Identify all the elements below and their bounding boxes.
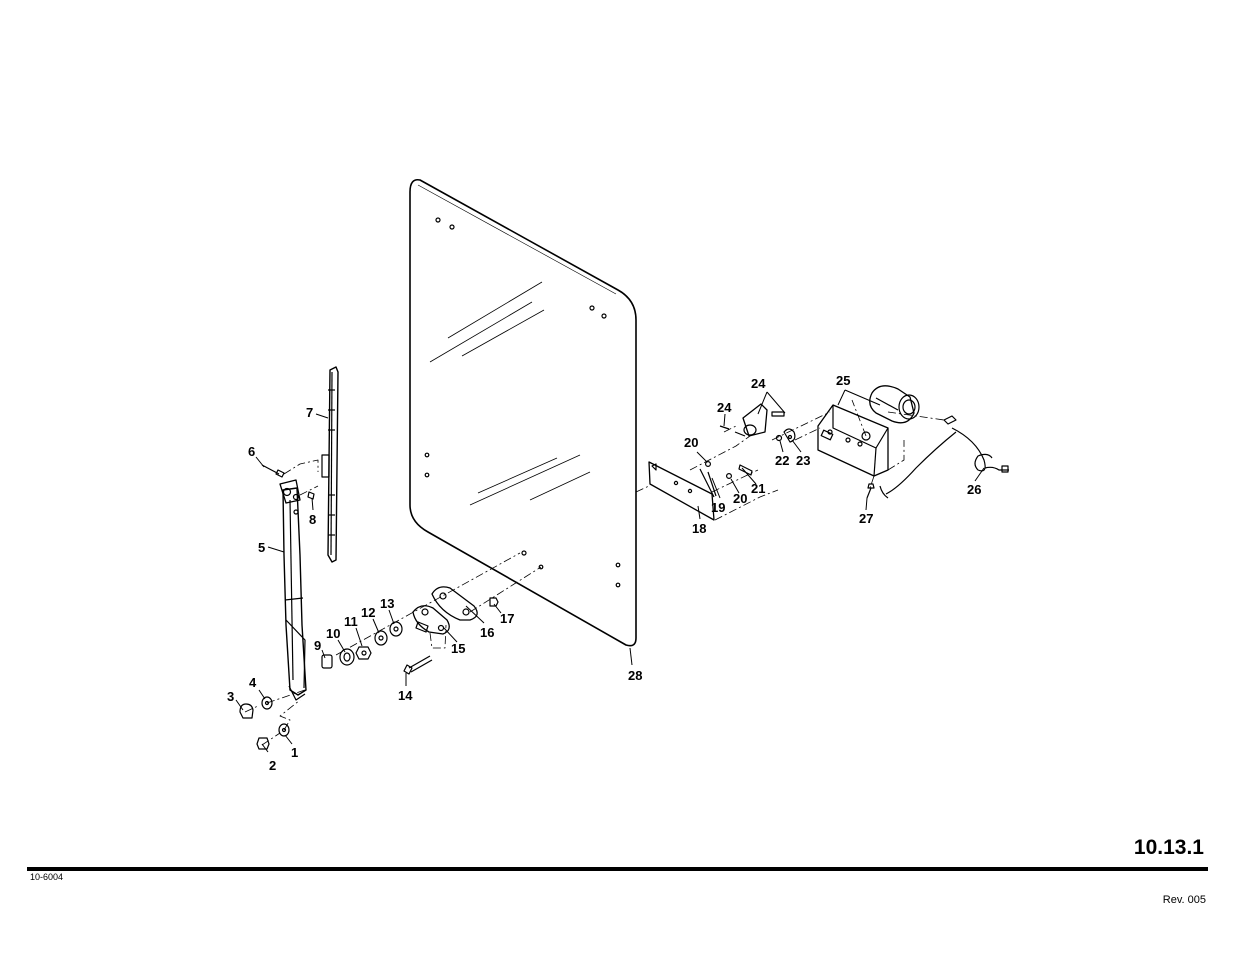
- callout-leaders: [235, 389, 985, 753]
- callout-11: 11: [344, 614, 358, 629]
- callout-15: 15: [451, 641, 465, 656]
- callout-28: 28: [628, 668, 642, 683]
- callout-20a: 20: [684, 435, 698, 450]
- callout-18: 18: [692, 521, 706, 536]
- callout-21: 21: [751, 481, 765, 496]
- callout-2: 2: [269, 758, 276, 773]
- motor-linkage: [699, 403, 796, 498]
- wiper-motor: [817, 385, 920, 477]
- callout-7: 7: [306, 405, 313, 420]
- callout-9: 9: [314, 638, 321, 653]
- callout-27: 27: [859, 511, 873, 526]
- callout-13: 13: [380, 596, 394, 611]
- callout-24a: 24: [751, 376, 766, 391]
- callout-16: 16: [480, 625, 494, 640]
- callout-10: 10: [326, 626, 340, 641]
- callout-1: 1: [291, 745, 298, 760]
- callout-6: 6: [248, 444, 255, 459]
- wiper-arm: [279, 479, 307, 701]
- callout-22: 22: [775, 453, 789, 468]
- callout-24b: 24: [717, 400, 732, 415]
- callout-4: 4: [249, 675, 257, 690]
- callout-17: 17: [500, 611, 514, 626]
- callout-25: 25: [836, 373, 850, 388]
- callout-23: 23: [796, 453, 810, 468]
- window-glass: [409, 178, 637, 647]
- wiper-blade: [321, 366, 339, 563]
- callout-8: 8: [309, 512, 316, 527]
- mounting-plate: [648, 461, 715, 521]
- footer-rule: [27, 867, 1208, 871]
- callout-20b: 20: [733, 491, 747, 506]
- callout-5: 5: [258, 540, 265, 555]
- wire-harness: [879, 415, 1009, 499]
- callout-labels: 1 2 3 4 5 6 7 8 9 10 11 12 13 14 15 16 1…: [227, 373, 981, 773]
- callout-14: 14: [398, 688, 413, 703]
- callout-12: 12: [361, 605, 375, 620]
- page-number: 10.13.1: [1133, 836, 1204, 859]
- hardware-parts: [239, 464, 875, 750]
- callout-19: 19: [711, 500, 725, 515]
- revision-label: Rev. 005: [1162, 894, 1206, 906]
- document-id: 10-6004: [30, 872, 64, 882]
- assembly-centerlines: [244, 399, 945, 746]
- callout-26: 26: [967, 482, 981, 497]
- callout-3: 3: [227, 689, 234, 704]
